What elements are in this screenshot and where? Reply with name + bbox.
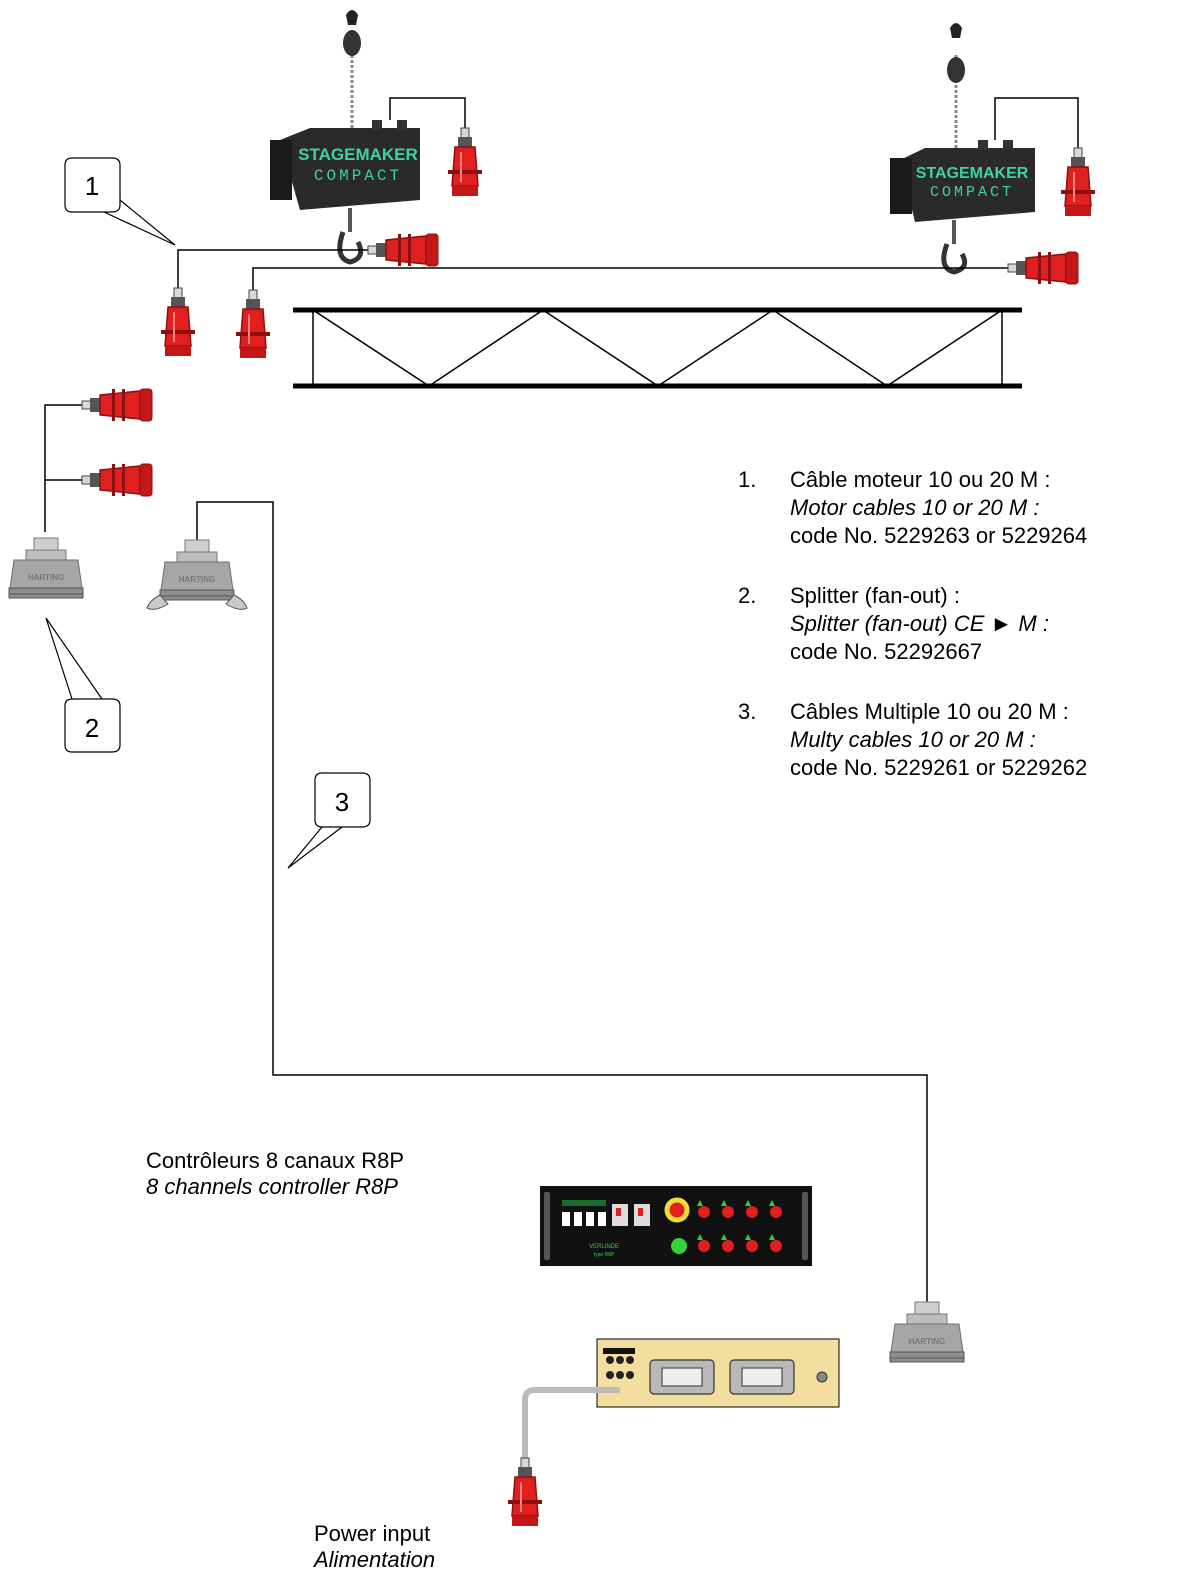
controller-label-en: 8 channels controller R8P — [146, 1174, 398, 1199]
legend-item-3-en: Multy cables 10 or 20 M : — [790, 727, 1036, 752]
legend-item-2: 2. Splitter (fan-out) : Splitter (fan-ou… — [738, 582, 1188, 666]
legend-item-2-number: 2. — [738, 583, 757, 608]
truss — [293, 307, 1022, 389]
legend-item-1-en: Motor cables 10 or 20 M : — [790, 495, 1040, 520]
legend-item-1-number: 1. — [738, 467, 757, 492]
hoist-1-brand: STAGEMAKER — [298, 145, 418, 164]
motor-cables — [160, 233, 1079, 359]
callout-1-label: 1 — [85, 171, 99, 201]
controller-label-fr: Contrôleurs 8 canaux R8P — [146, 1148, 405, 1173]
legend-item-3-code: code No. 5229261 or 5229262 — [790, 755, 1088, 780]
chain-hoist-2: STAGEMAKER COMPACT — [890, 23, 1096, 275]
controller-logo-sub: type R8P — [594, 1252, 615, 1258]
hoist-1-model: COMPACT — [314, 167, 402, 185]
legend-item-2-code: code No. 52292667 — [790, 639, 983, 664]
controller-connector-brand: HARTING — [909, 1337, 945, 1346]
legend-item-3-number: 3. — [738, 699, 757, 724]
callout-1: 1 — [64, 157, 176, 246]
legend: 1. Câble moteur 10 ou 20 M : Motor cable… — [738, 466, 1188, 814]
legend-item-2-fr: Splitter (fan-out) : — [790, 583, 960, 608]
controller-logo: VERLINDE — [589, 1244, 619, 1250]
power-label-fr: Alimentation — [314, 1547, 436, 1572]
splitter-fan-out: HARTING — [8, 388, 153, 599]
callout-3-label: 3 — [335, 787, 349, 817]
hoist-2-model: COMPACT — [930, 184, 1014, 201]
legend-item-2-en: Splitter (fan-out) CE ► M : — [790, 611, 1049, 636]
controller-back-panel — [596, 1338, 840, 1408]
multi-connector-brand: HARTING — [179, 575, 215, 584]
callout-2-label: 2 — [85, 713, 99, 743]
splitter-connector-brand: HARTING — [28, 573, 64, 582]
legend-item-3: 3. Câbles Multiple 10 ou 20 M : Multy ca… — [738, 698, 1188, 782]
legend-item-1-fr: Câble moteur 10 ou 20 M : — [790, 467, 1051, 492]
power-label-en: Power input — [314, 1521, 431, 1546]
power-cable — [507, 1387, 620, 1527]
legend-item-1-code: code No. 5229263 or 5229264 — [790, 523, 1088, 548]
callout-3: 3 — [287, 772, 371, 869]
multi-cable: HARTING HARTING — [146, 501, 965, 1363]
callout-2: 2 — [45, 617, 121, 753]
hoist-2-brand: STAGEMAKER — [916, 165, 1029, 182]
legend-item-1: 1. Câble moteur 10 ou 20 M : Motor cable… — [738, 466, 1188, 550]
controller-front-panel: VERLINDE type R8P — [540, 1186, 812, 1266]
legend-item-3-fr: Câbles Multiple 10 ou 20 M : — [790, 699, 1069, 724]
chain-hoist-1: STAGEMAKER COMPACT — [270, 10, 483, 265]
